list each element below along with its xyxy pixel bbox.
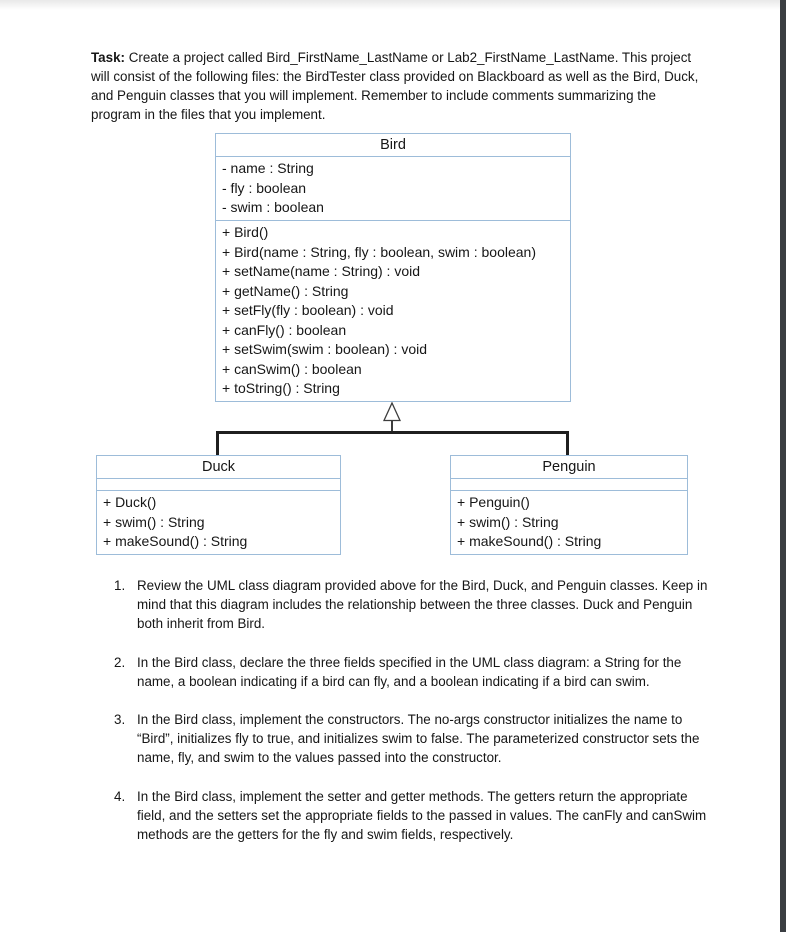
viewer-edge-bar (780, 0, 786, 932)
instruction-item: 4. In the Bird class, implement the sett… (114, 787, 714, 845)
uml-method: + Bird(name : String, fly : boolean, swi… (222, 243, 536, 260)
uml-bird-attributes: - name : String - fly : boolean - swim :… (216, 157, 570, 221)
instruction-number: 1. (114, 578, 126, 593)
uml-attribute: - fly : boolean (222, 179, 307, 196)
uml-method: + Penguin() (457, 494, 530, 510)
uml-method: + Bird() (222, 224, 269, 240)
instructions-list: 1. Review the UML class diagram provided… (114, 576, 714, 863)
uml-bird-methods: + Bird() + Bird(name : String, fly : boo… (216, 221, 570, 401)
connector-line-to-duck (216, 431, 219, 456)
uml-method: + swim() : String (103, 513, 205, 530)
uml-duck-attributes-empty (97, 479, 340, 491)
uml-method: + canSwim() : boolean (222, 360, 362, 377)
uml-class-duck: Duck + Duck() + swim() : String + makeSo… (96, 455, 341, 555)
uml-class-bird: Bird - name : String - fly : boolean - s… (215, 133, 571, 402)
uml-penguin-attributes-empty (451, 479, 687, 491)
instruction-number: 3. (114, 712, 126, 728)
uml-attribute: - name : String (222, 160, 314, 176)
instruction-text: In the Bird class, implement the setter … (137, 788, 707, 843)
uml-penguin-methods: + Penguin() + swim() : String + makeSoun… (451, 491, 687, 554)
uml-method: + setSwim(swim : boolean) : void (222, 341, 428, 357)
uml-class-duck-name: Duck (97, 456, 340, 479)
uml-method: + getName() : String (222, 282, 349, 299)
uml-method: + makeSound() : String (103, 533, 248, 549)
task-paragraph: Task: Create a project called Bird_First… (91, 48, 707, 124)
uml-method: + setName(name : String) : void (222, 263, 421, 279)
instruction-text: Review the UML class diagram provided ab… (137, 578, 708, 632)
uml-method: + setFly(fly : boolean) : void (222, 302, 394, 318)
uml-method: + Duck() (103, 494, 157, 510)
uml-class-bird-name: Bird (216, 134, 570, 157)
uml-method: + swim() : String (457, 513, 559, 530)
instruction-text: In the Bird class, declare the three fie… (137, 654, 682, 689)
uml-method: + toString() : String (222, 380, 340, 396)
connector-stem-line (391, 420, 393, 433)
connector-line-to-penguin (566, 431, 569, 456)
uml-method: + makeSound() : String (457, 533, 602, 549)
inheritance-arrow-icon (383, 402, 401, 422)
uml-attribute: - swim : boolean (222, 199, 324, 215)
instruction-text: In the Bird class, implement the constru… (137, 712, 700, 766)
instruction-item: 2. In the Bird class, declare the three … (114, 653, 714, 691)
instruction-number: 4. (114, 788, 126, 804)
task-label: Task: (91, 50, 125, 66)
uml-class-penguin-name: Penguin (451, 456, 687, 479)
task-text: Create a project called Bird_FirstName_L… (91, 50, 699, 123)
uml-method: + canFly() : boolean (222, 321, 347, 338)
connector-horizontal-line (216, 431, 569, 434)
instruction-item: 1. Review the UML class diagram provided… (114, 576, 714, 634)
uml-diagram: Bird - name : String - fly : boolean - s… (96, 133, 688, 555)
instruction-number: 2. (114, 654, 126, 670)
instruction-item: 3. In the Bird class, implement the cons… (114, 710, 714, 768)
uml-duck-methods: + Duck() + swim() : String + makeSound()… (97, 491, 340, 554)
uml-class-penguin: Penguin + Penguin() + swim() : String + … (450, 455, 688, 555)
